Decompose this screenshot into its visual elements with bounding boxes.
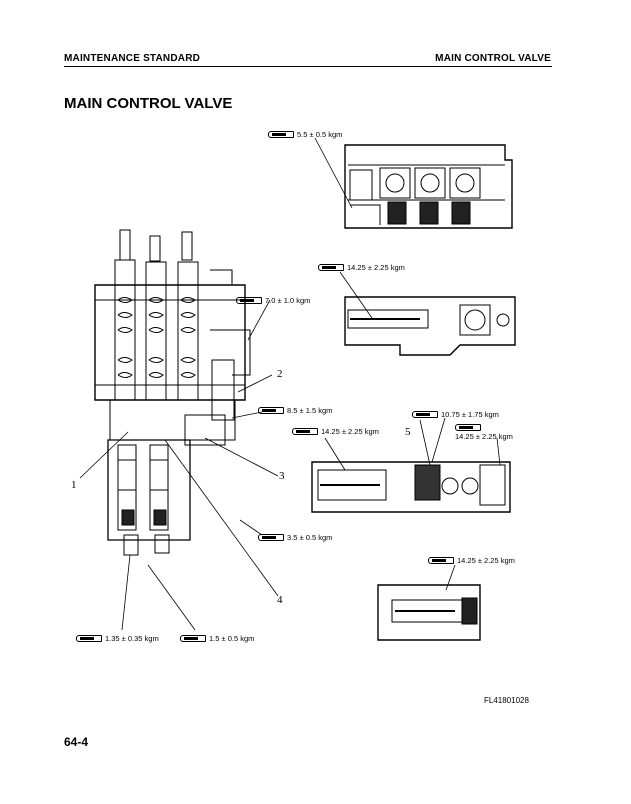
callout-5: 5: [405, 426, 411, 438]
torque-spec-7: 14.25 ± 2.25 kgm: [455, 424, 513, 441]
main-valve-assembly: [94, 229, 251, 556]
wrench-icon: [412, 411, 438, 418]
torque-spec-11: 1.5 ± 0.5 kgm: [180, 634, 254, 643]
figure-code: FL41801028: [484, 696, 529, 705]
page-title: MAIN CONTROL VALVE: [64, 95, 233, 112]
wrench-icon: [258, 534, 284, 541]
page-number: 64-4: [64, 735, 89, 749]
spool-valve-view: [311, 461, 511, 513]
wrench-icon: [318, 264, 344, 271]
wrench-icon: [268, 131, 294, 138]
wrench-icon: [258, 407, 284, 414]
torque-spec-4: 8.5 ± 1.5 kgm: [258, 406, 332, 415]
wrench-icon: [180, 635, 206, 642]
wrench-icon: [455, 424, 481, 431]
header-rule: [64, 66, 552, 67]
relief-valve-view: [344, 296, 516, 356]
torque-spec-2: 14.25 ± 2.25 kgm: [318, 263, 405, 272]
wrench-icon: [236, 297, 262, 304]
torque-spec-1: 5.5 ± 0.5 kgm: [268, 130, 342, 139]
wrench-icon: [292, 428, 318, 435]
wrench-icon: [428, 557, 454, 564]
torque-spec-9: 14.25 ± 2.25 kgm: [428, 556, 515, 565]
torque-spec-6: 14.25 ± 2.25 kgm: [292, 427, 379, 436]
header-section-left: MAINTENANCE STANDARD: [64, 53, 201, 64]
wrench-icon: [76, 635, 102, 642]
torque-spec-5: 10.75 ± 1.75 kgm: [412, 410, 499, 419]
torque-spec-8: 3.5 ± 0.5 kgm: [258, 533, 332, 542]
torque-spec-3: 7.0 ± 1.0 kgm: [236, 296, 310, 305]
callout-3: 3: [279, 470, 285, 482]
callout-4: 4: [277, 594, 283, 606]
header-section-right: MAIN CONTROL VALVE: [435, 53, 551, 64]
small-valve-view: [377, 584, 481, 641]
top-section-view: [344, 144, 513, 229]
torque-spec-10: 1.35 ± 0.35 kgm: [76, 634, 159, 643]
leader-lines: [79, 137, 501, 631]
callout-1: 1: [71, 479, 77, 491]
callout-2: 2: [277, 368, 283, 380]
